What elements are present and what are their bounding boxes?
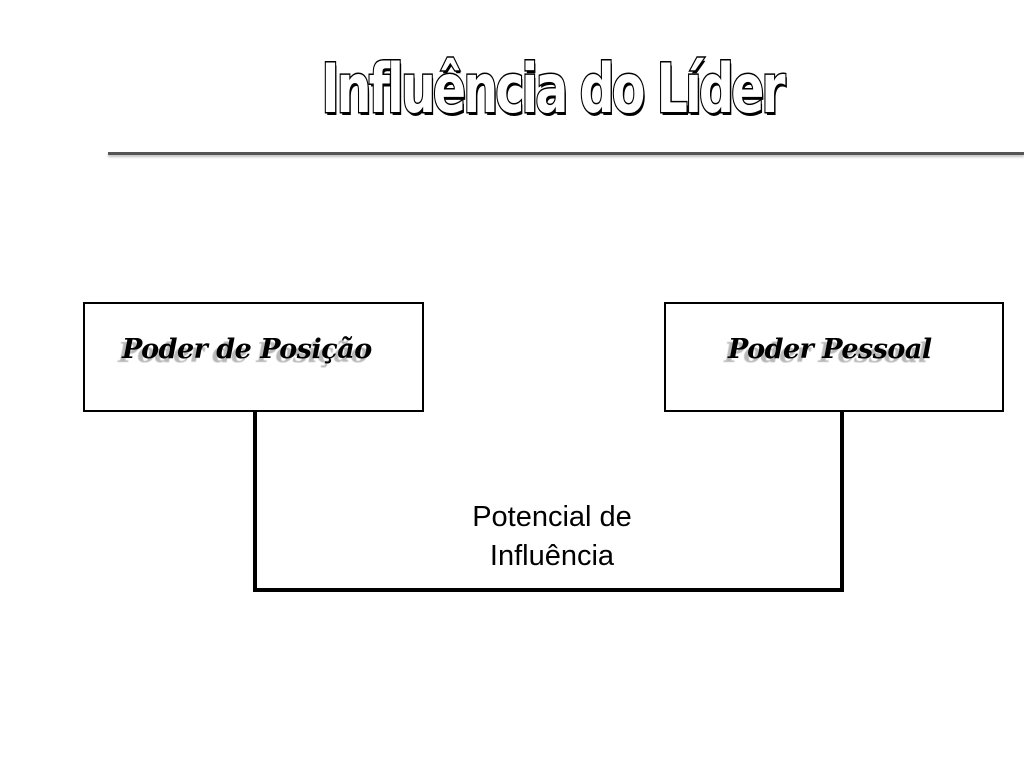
right-box-label: Poder Pessoal [728,334,932,365]
connector-label-line-2: Influência [489,540,615,572]
left-box-label: Poder de Posição [122,334,372,365]
title-divider [108,152,1024,155]
right-box [664,302,1004,412]
left-box [83,302,424,412]
connector-line [253,412,844,592]
connector-label: Potencial de Influência [430,498,674,576]
slide-title: Influência do Líder [320,50,786,129]
connector-label-line-1: Potencial de [472,501,632,533]
